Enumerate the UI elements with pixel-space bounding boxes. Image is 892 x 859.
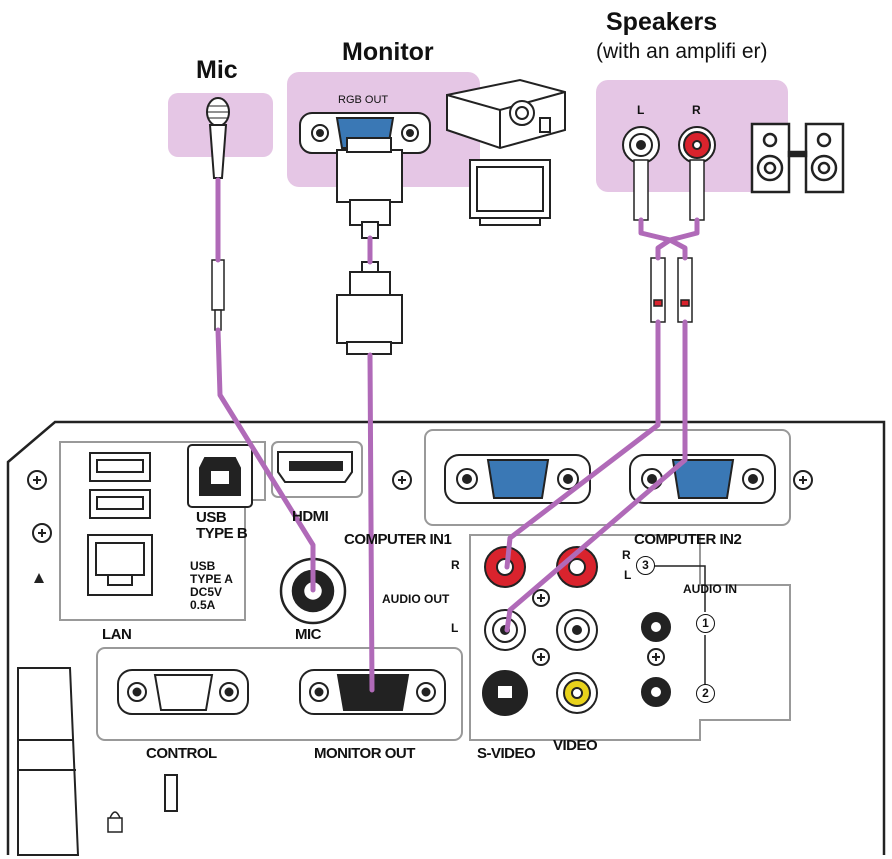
vga-plug-bottom xyxy=(336,261,403,355)
audio-in-bracket xyxy=(638,565,706,685)
audio-frame xyxy=(469,534,791,741)
rear-panel-outline xyxy=(6,420,886,855)
speaker-cable-l xyxy=(504,319,688,633)
triangle-mark xyxy=(34,573,44,583)
lock-icon xyxy=(107,811,123,833)
hdmi-frame xyxy=(271,441,363,498)
usb-b-port xyxy=(187,444,253,508)
control-port xyxy=(117,669,249,715)
usb-type-a-label: USB TYPE A DC5V 0.5A xyxy=(190,559,233,612)
rgb-out-label: RGB OUT xyxy=(338,94,389,106)
s-video-label: S-VIDEO xyxy=(477,745,536,762)
mic-cable xyxy=(215,177,316,593)
audio-out-l-label: L xyxy=(451,621,459,635)
lan-label: LAN xyxy=(102,626,132,643)
speaker-r-label: R xyxy=(692,103,701,117)
usb-a-ports xyxy=(89,452,151,519)
control-monitor-frame xyxy=(96,647,463,741)
panel-slot xyxy=(164,774,178,812)
computer-in1-port xyxy=(444,454,591,504)
speaker-boxes-icon xyxy=(750,122,845,194)
s-video-port xyxy=(482,670,528,716)
computer-in1-label: COMPUTER IN1 xyxy=(344,531,452,548)
control-label: CONTROL xyxy=(146,745,217,762)
video-port xyxy=(556,672,598,714)
audio-in-3-marker: 3 xyxy=(636,556,655,575)
speaker-rca-jacks xyxy=(622,126,716,164)
usb-type-b-label: USB TYPE B xyxy=(196,509,248,542)
monitor-out-label: MONITOR OUT xyxy=(314,745,415,762)
mic-port-label: MIC xyxy=(295,626,322,643)
speakers-subtitle: (with an amplifi er) xyxy=(596,40,768,63)
mic-title: Mic xyxy=(196,56,238,84)
audio-in-r-label: R xyxy=(622,548,631,562)
hdmi-label: HDMI xyxy=(292,508,329,525)
audio-in-l-label: L xyxy=(624,568,632,582)
speakers-title: Speakers xyxy=(606,8,718,36)
lan-port xyxy=(87,534,153,596)
monitor-icon xyxy=(469,159,551,226)
vga-plug-top xyxy=(336,137,403,239)
audio-in-1-marker: 1 xyxy=(696,614,715,633)
audio-out-r-label: R xyxy=(451,558,460,572)
monitor-title: Monitor xyxy=(342,38,434,66)
cables xyxy=(215,177,700,693)
computer-in2-port xyxy=(629,454,776,504)
audio-in-jacks xyxy=(641,612,671,707)
speaker-cable-r xyxy=(504,319,661,570)
audio-out-label: AUDIO OUT xyxy=(382,592,450,606)
computer-in2-label: COMPUTER IN2 xyxy=(634,531,742,548)
audio-in-2-marker: 2 xyxy=(696,684,715,703)
panel-foot xyxy=(17,667,80,856)
panel-screws xyxy=(27,470,813,666)
projector-icon xyxy=(446,78,566,150)
mini-jack-plug xyxy=(211,259,225,331)
microphone-icon xyxy=(206,97,230,179)
video-label: VIDEO xyxy=(553,737,598,754)
rca-plugs xyxy=(633,159,705,323)
monitor-cable xyxy=(367,235,375,693)
speaker-l-label: L xyxy=(637,103,645,117)
speaker-cable-split xyxy=(638,217,700,261)
hdmi-port xyxy=(277,451,353,483)
audio-in-label: AUDIO IN xyxy=(683,582,737,596)
